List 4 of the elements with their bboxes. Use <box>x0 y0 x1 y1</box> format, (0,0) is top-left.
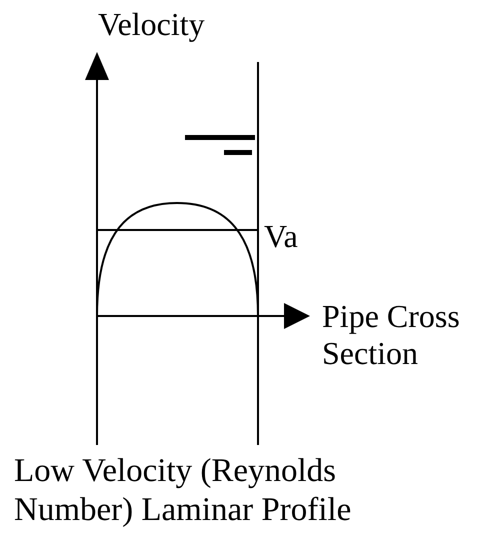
value-label: Va <box>264 218 299 255</box>
axis-label: Velocity <box>98 6 206 43</box>
caption: Low Velocity (Reynolds Number) Laminar Profile <box>14 452 352 530</box>
axis-label: Pipe Cross Section <box>322 298 461 372</box>
